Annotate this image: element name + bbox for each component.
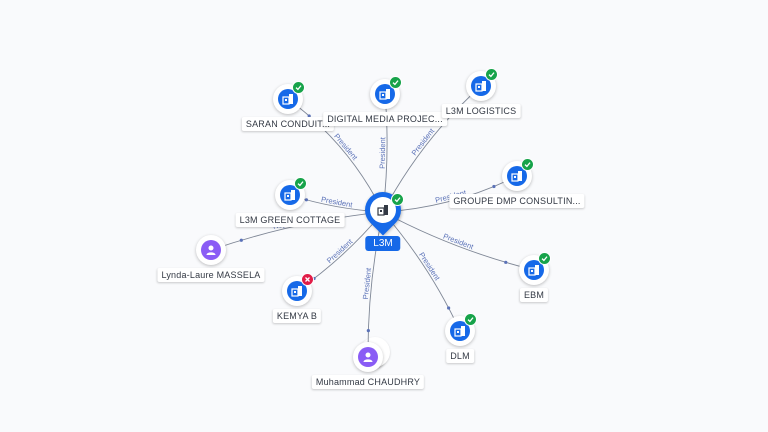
node-label: L3M LOGISTICS xyxy=(441,104,521,118)
edge-arrow-saran xyxy=(307,114,311,118)
center-node-label: L3M xyxy=(365,236,401,251)
building-icon xyxy=(370,193,404,223)
node-circle xyxy=(445,313,477,346)
edge-dlm xyxy=(382,211,461,332)
node-circle xyxy=(282,273,314,306)
edge-label-digital: President xyxy=(378,136,388,169)
node-label: GROUPE DMP CONSULTIN... xyxy=(449,194,585,208)
building-icon xyxy=(280,185,300,205)
node-label: SARAN CONDUIT... xyxy=(241,117,335,131)
check-icon xyxy=(464,313,477,326)
node-circle xyxy=(275,177,307,210)
edge-label-kemya: President xyxy=(325,236,355,265)
edge-label-ebm: President xyxy=(442,232,476,252)
node-circle xyxy=(502,158,534,191)
check-icon xyxy=(485,68,498,81)
building-icon xyxy=(375,84,395,104)
building-icon xyxy=(507,166,527,186)
node-circle xyxy=(466,68,498,101)
building-icon xyxy=(524,260,544,280)
edge-label-chaudhry: President xyxy=(361,266,373,299)
check-icon xyxy=(391,193,404,206)
edge-label-logistics: President xyxy=(410,126,437,157)
node-label: EBM xyxy=(519,288,549,302)
node-label: DIGITAL MEDIA PROJEC... xyxy=(323,112,447,126)
check-icon xyxy=(389,76,402,89)
check-icon xyxy=(538,252,551,265)
node-circle xyxy=(196,235,226,265)
node-circle xyxy=(519,252,551,285)
edge-ebm xyxy=(382,211,535,271)
check-icon xyxy=(294,177,307,190)
cross-icon xyxy=(301,273,314,286)
node-circle xyxy=(273,81,305,114)
building-icon xyxy=(450,321,470,341)
node-label: KEMYA B xyxy=(272,309,322,323)
edge-label-dlm: President xyxy=(417,251,442,283)
person-icon xyxy=(358,347,378,367)
person-icon xyxy=(201,240,221,260)
node-label: L3M GREEN COTTAGE xyxy=(235,213,345,227)
node-label: Lynda-Laure MASSELA xyxy=(157,268,265,282)
node-label: DLM xyxy=(446,349,474,363)
building-icon xyxy=(278,89,298,109)
building-icon xyxy=(287,281,307,301)
node-label: Muhammad CHAUDHRY xyxy=(311,375,425,389)
check-icon xyxy=(521,158,534,171)
node-circle xyxy=(353,337,390,372)
edge-arrow-ebm xyxy=(504,260,508,264)
edge-arrow-dlm xyxy=(447,306,451,310)
edge-arrow-massela xyxy=(239,238,243,242)
edge-arrow-chaudhry xyxy=(366,329,370,333)
edge-arrow-cottage xyxy=(304,198,309,202)
edge-label-cottage: President xyxy=(320,195,354,210)
node-circle xyxy=(370,76,402,109)
building-icon xyxy=(471,76,491,96)
edge-arrow-dmp xyxy=(492,184,496,189)
edge-label-saran: President xyxy=(332,132,360,163)
check-icon xyxy=(292,81,305,94)
